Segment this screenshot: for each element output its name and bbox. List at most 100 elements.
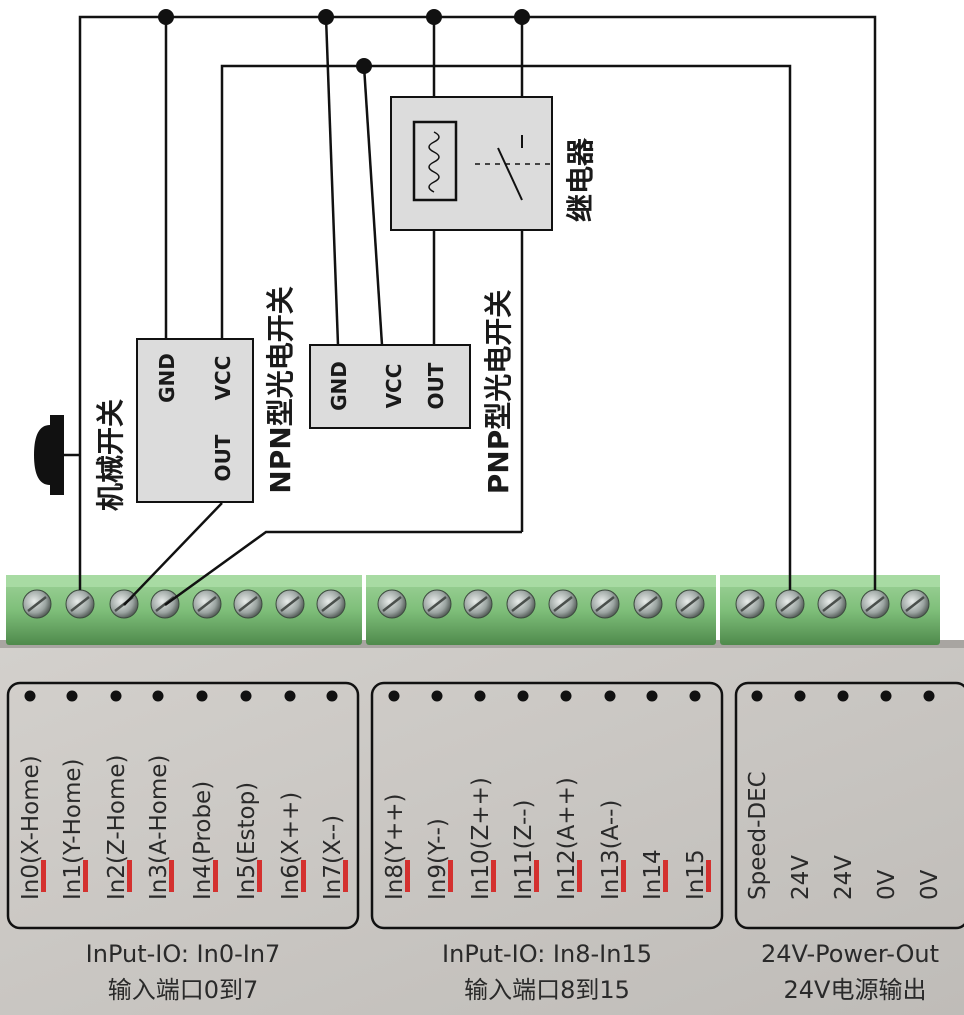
npn-sensor: GND VCC OUT [136, 338, 254, 503]
group1-pin-label: In7(X--) [320, 815, 346, 900]
group2-pin-marker [534, 860, 539, 892]
group3-pin-dot [837, 690, 849, 702]
group1-subtitle: 输入端口0到7 [108, 976, 259, 1004]
group2-pin-label: In9(Y--) [425, 818, 451, 900]
junction-dots [158, 9, 530, 74]
group1-pin-marker [301, 860, 306, 892]
screw-slot-icon [905, 596, 925, 612]
board-panel [0, 645, 964, 1015]
group2-pin-dot [388, 690, 400, 702]
screw-slot-icon [680, 596, 700, 612]
wire-pnp-vcc [362, 65, 384, 346]
group3-pin-dot [923, 690, 935, 702]
screw-slot-icon [27, 596, 47, 612]
pin-dots [24, 690, 935, 702]
npn-switch-label: NPN型光电开关 [264, 286, 297, 493]
group1-pin-label: In6(X++) [278, 792, 304, 900]
group2-pin-marker [621, 860, 626, 892]
relay [390, 96, 553, 231]
terminal-block-2 [366, 575, 716, 645]
group3-frame [734, 681, 964, 930]
pin-labels: In0(X-Home) In1(Y-Home) In2(Z-Home) In3(A-H… [18, 754, 943, 900]
group1-pin-label: In2(Z-Home) [104, 754, 130, 900]
group1-pin-dot [24, 690, 36, 702]
screw-slot-icon [595, 596, 615, 612]
group2-pin-dot [689, 690, 701, 702]
red-marks [41, 860, 711, 892]
screw-slot-icon [865, 596, 885, 612]
group1-pin-marker [127, 860, 132, 892]
group2-pin-label: In10(Z++) [468, 777, 494, 900]
terminal-screws [22, 589, 930, 619]
group2-pin-dot [646, 690, 658, 702]
group1-title: InPut-IO: In0-In7 [86, 940, 281, 968]
group3-pin-label: 0V [917, 869, 943, 900]
group1-pin-label: In4(Probe) [190, 781, 216, 900]
group1-pin-dot [152, 690, 164, 702]
group2-pin-marker [577, 860, 582, 892]
coil-winding-icon [428, 131, 440, 193]
screw-slot-icon [553, 596, 573, 612]
group3-pin-label: Speed-DEC [745, 771, 771, 900]
wire-pnp-gnd [324, 16, 340, 346]
pnp-out-label: OUT [424, 362, 448, 409]
wires [78, 15, 877, 607]
group3-pin-label: 24V [831, 855, 857, 900]
group3-pin-dot [794, 690, 806, 702]
group1-pin-marker [83, 860, 88, 892]
mechanical-switch-label: 机械开关 [94, 399, 127, 511]
screw-slot-icon [511, 596, 531, 612]
group2-pin-dot [431, 690, 443, 702]
group2-title: InPut-IO: In8-In15 [442, 940, 652, 968]
screw-slot-icon [822, 596, 842, 612]
group1-pin-dot [66, 690, 78, 702]
npn-gnd-label: GND [155, 353, 179, 403]
screw-slot-icon [427, 596, 447, 612]
group2-pin-marker [491, 860, 496, 892]
group3-pin-label: 24V [788, 855, 814, 900]
group3-pin-label: 0V [874, 869, 900, 900]
group1-pin-dot [110, 690, 122, 702]
screw-slot-icon [468, 596, 488, 612]
group2-subtitle: 输入端口8到15 [464, 976, 630, 1004]
group2-pin-marker [405, 860, 410, 892]
screw-slot-icon [197, 596, 217, 612]
group1-pin-label: In3(A-Home) [146, 755, 172, 900]
wire-relay-to-in3 [164, 530, 522, 607]
screw-slot-icon [382, 596, 402, 612]
group1-pin-marker [257, 860, 262, 892]
screw-slot-icon [638, 596, 658, 612]
group3-pin-dot [880, 690, 892, 702]
screw-slot-icon [780, 596, 800, 612]
relay-contact-arm [497, 147, 523, 201]
screw-slot-icon [321, 596, 341, 612]
relay-coil [412, 120, 458, 202]
wire-top-bus [78, 15, 877, 590]
group2-pin-dot [517, 690, 529, 702]
group1-pin-label: In1(Y-Home) [60, 759, 86, 900]
group2-pin-marker [448, 860, 453, 892]
pnp-switch-label: PNP型光电开关 [482, 290, 515, 494]
pnp-vcc-label: VCC [382, 364, 406, 409]
group2-pin-label: In14 [640, 849, 666, 900]
group2-pin-label: In12(A++) [554, 777, 580, 900]
screw-slot-icon [280, 596, 300, 612]
group3-pin-dot [751, 690, 763, 702]
wire-second-bus [220, 64, 792, 590]
group1-pin-dot [284, 690, 296, 702]
relay-label: 继电器 [564, 137, 597, 222]
wire-npn-out [123, 502, 223, 606]
mechanical-switch-icon [34, 415, 80, 495]
terminal-block-1 [6, 575, 362, 645]
group1-pin-dot [240, 690, 252, 702]
group1-pin-marker [343, 860, 348, 892]
group1-pin-label: In0(X-Home) [18, 755, 44, 900]
screw-slot-icon [70, 596, 90, 612]
group2-pin-dot [474, 690, 486, 702]
group2-pin-marker [706, 860, 711, 892]
group2-pin-label: In8(Y++) [382, 793, 408, 900]
group2-pin-marker [663, 860, 668, 892]
group1-pin-dot [196, 690, 208, 702]
screw-slot-icon [740, 596, 760, 612]
